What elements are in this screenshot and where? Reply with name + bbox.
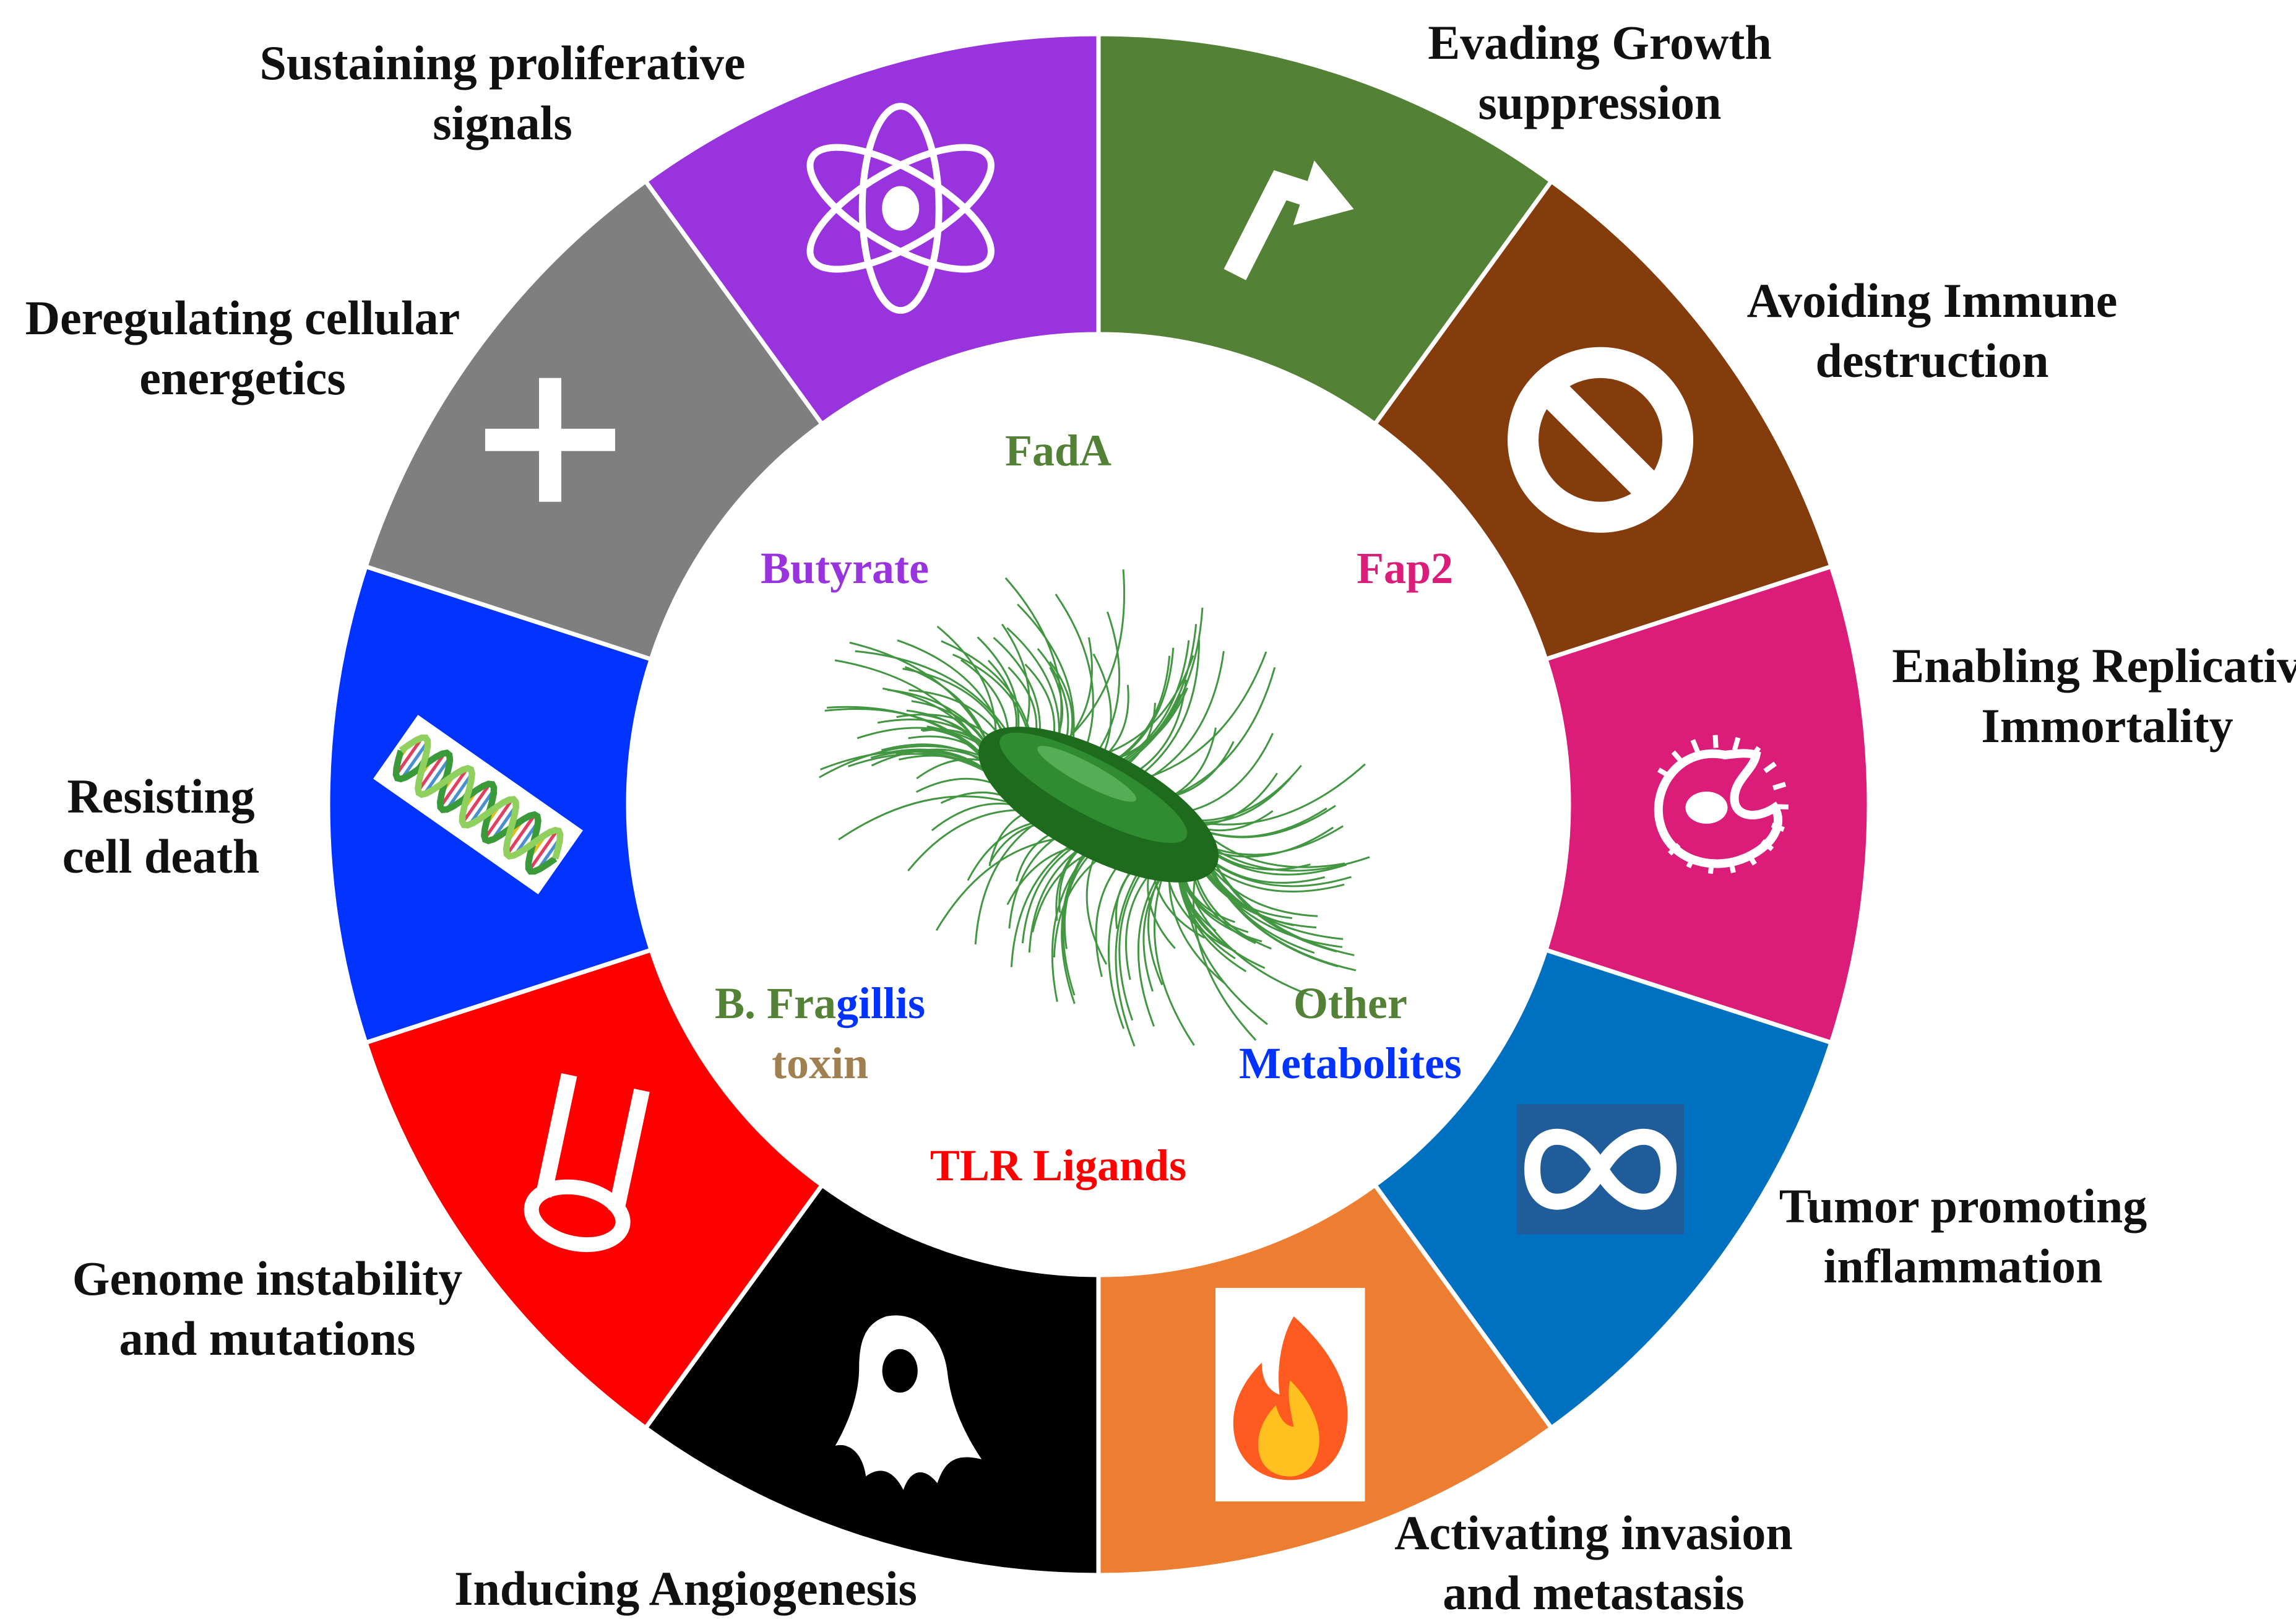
segment-immortality [1371, 947, 1834, 1432]
cancer-cell-icon [835, 1315, 982, 1490]
label-energetics: energetics [139, 351, 345, 405]
dna-helix-icon [373, 715, 583, 894]
segment-proliferative [1096, 32, 1555, 428]
factor-bfragilis: toxin [772, 1039, 868, 1088]
segment-cell-death [363, 178, 826, 662]
atom-icon [806, 103, 995, 314]
label-cell-death: cell death [63, 829, 259, 883]
segment-growth-suppression [1371, 178, 1834, 662]
factor-butyrate: Butyrate [761, 543, 929, 593]
label-immortality: Enabling Replicative [1892, 639, 2296, 693]
bacterium-image: green flagellated bacterium [819, 569, 1370, 1047]
factor-tlr: TLR Ligands [930, 1141, 1186, 1190]
hallmark-ring [326, 32, 1871, 1578]
label-immune: Avoiding Immune [1747, 274, 2118, 327]
factor-fada: FadA [1005, 426, 1111, 475]
label-invasion: and metastasis [1443, 1566, 1745, 1620]
label-growth-suppression: Evading Growth [1428, 15, 1772, 69]
label-invasion: Activating invasion [1394, 1506, 1793, 1560]
label-genome: Genome instability [72, 1251, 463, 1305]
label-angiogenesis: Inducing Angiogenesis [454, 1561, 917, 1615]
label-genome: and mutations [119, 1311, 416, 1365]
label-proliferative: signals [433, 96, 572, 150]
segment-inflammation [1096, 1181, 1555, 1578]
factor-other-metabolites: Other [1293, 978, 1407, 1028]
label-energetics: Deregulating cellular [25, 291, 460, 345]
segment-invasion [642, 1181, 1101, 1578]
segment-immune [1543, 563, 1871, 1046]
label-immortality: Immortality [1981, 699, 2233, 753]
virulence-factors: FadA Fap2 Butyrate B. Fragillis toxin OtherMe… [715, 426, 1462, 1190]
label-inflammation: inflammation [1824, 1239, 2103, 1293]
label-proliferative: Sustaining proliferative [259, 36, 745, 90]
factor-fap2: Fap2 [1357, 543, 1453, 593]
segment-energetics [642, 32, 1101, 428]
infinity-icon [1517, 1104, 1685, 1235]
blood-vessel-icon [524, 1073, 650, 1253]
label-inflammation: Tumor promoting [1779, 1179, 2147, 1233]
hallmark-labels: Sustaining proliferative signals Evading G… [25, 15, 2296, 1620]
label-growth-suppression: suppression [1478, 76, 1721, 129]
factor-bfragilis: B. Fragillis [715, 978, 925, 1028]
cross-icon [485, 378, 615, 502]
segment-angiogenesis [363, 947, 826, 1432]
flame-icon [1215, 1287, 1365, 1501]
segment-genome [326, 563, 654, 1046]
arrow-icon [1224, 160, 1354, 280]
label-cell-death: Resisting [67, 769, 254, 823]
label-immune: destruction [1816, 334, 2049, 387]
no-sign-icon [1508, 347, 1694, 533]
immune-cell-icon [1654, 735, 1789, 875]
factor-other-metabolites: Metabolites [1239, 1039, 1462, 1088]
